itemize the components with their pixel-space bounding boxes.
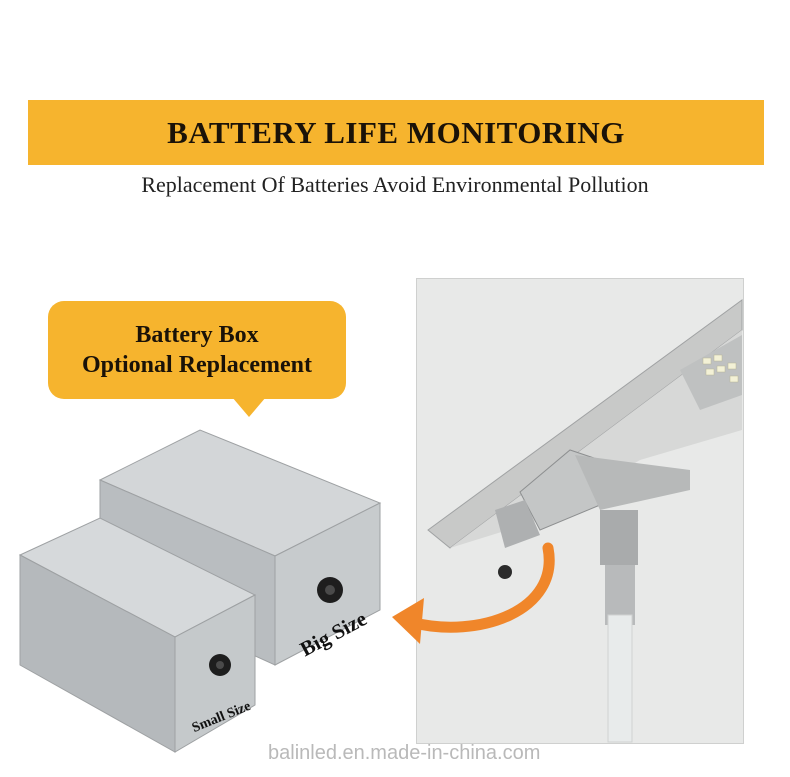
banner-title: BATTERY LIFE MONITORING (167, 114, 625, 150)
curved-arrow (404, 542, 555, 633)
battery-housing (575, 455, 690, 510)
battery-box-small (18, 517, 257, 753)
led-chips (702, 354, 739, 383)
knob-small-photo (498, 565, 512, 579)
bubble-line-1: Battery Box (135, 322, 259, 348)
street-light-illustration (427, 299, 743, 743)
pole (607, 614, 633, 743)
arrow-head (392, 598, 424, 644)
subtitle: Replacement Of Batteries Avoid Environme… (141, 172, 649, 197)
bubble-line-2: Optional Replacement (82, 352, 312, 378)
watermark: balinled.en.made-in-china.com (268, 742, 541, 764)
title-banner: BATTERY LIFE MONITORING (28, 100, 764, 165)
clamp (495, 500, 540, 548)
pole-mount (600, 510, 638, 565)
speech-bubble: Battery Box Optional Replacement (48, 301, 346, 399)
bubble-tail (232, 397, 266, 417)
